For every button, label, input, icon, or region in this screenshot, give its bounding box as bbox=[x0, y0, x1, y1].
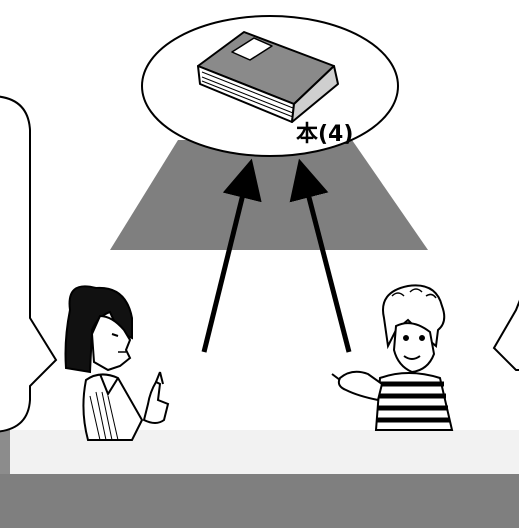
speech-bubble-left bbox=[0, 96, 56, 432]
floor-band bbox=[0, 430, 519, 528]
woman-pointing-icon bbox=[66, 286, 169, 440]
book-label: 本(4) bbox=[296, 116, 353, 148]
speech-bubble-right bbox=[494, 300, 519, 370]
woman-gesturing-icon bbox=[332, 285, 452, 430]
